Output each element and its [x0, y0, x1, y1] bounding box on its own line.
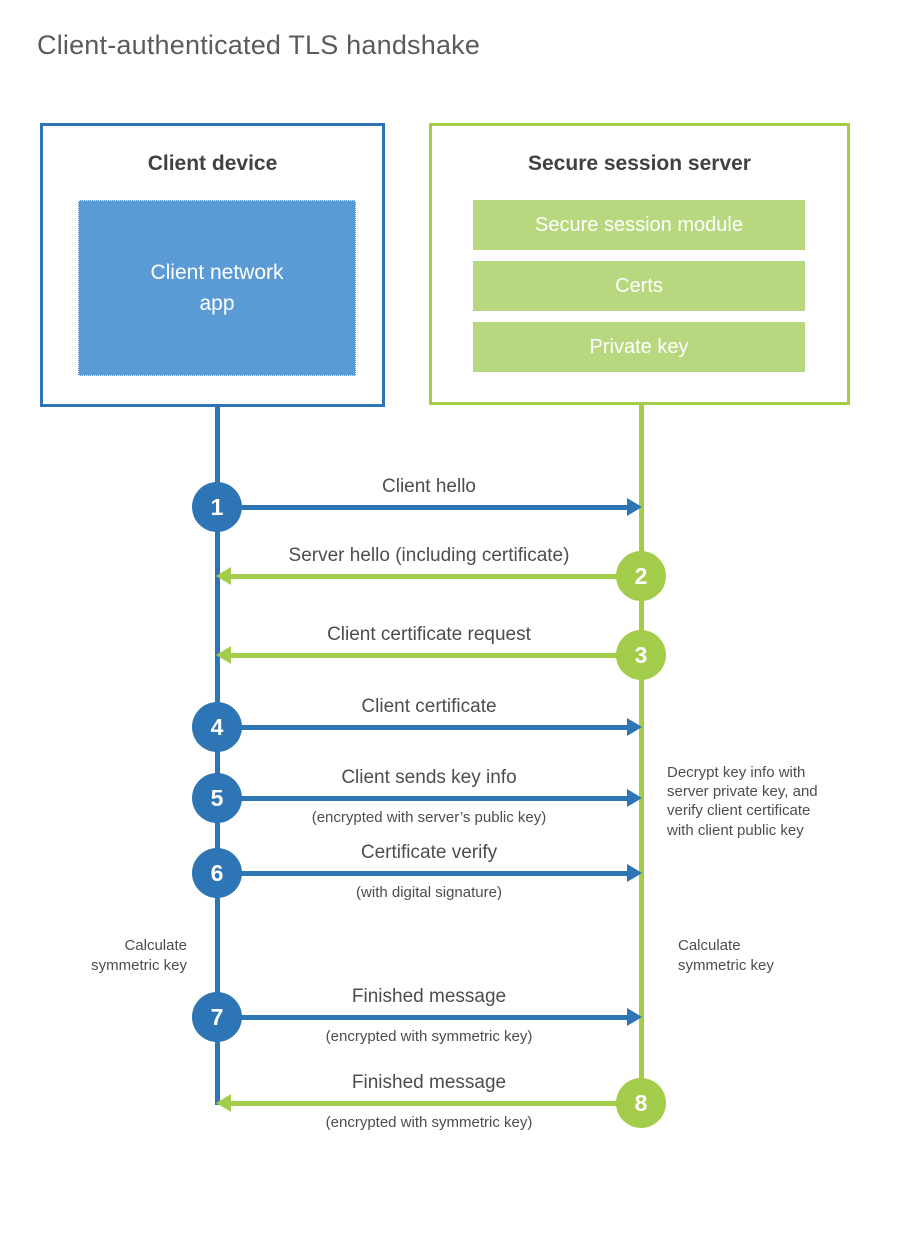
calculate-symmetric-key-note-server: Calculate symmetric key	[678, 937, 774, 975]
message-subtext: (with digital signature)	[356, 884, 502, 901]
secure-session-server-title: Secure session server	[528, 152, 751, 175]
message-label: Client hello	[382, 476, 476, 497]
server-module-certs: Certs	[473, 261, 805, 311]
message-subtext: (encrypted with server’s public key)	[311, 809, 547, 826]
step-badge: 2	[616, 551, 666, 601]
client-network-app-label: Client network app	[150, 260, 284, 316]
step-badge: 7	[192, 992, 242, 1042]
arrow-shaft	[217, 725, 628, 730]
arrow-shaft	[217, 796, 628, 801]
step-badge: 4	[192, 702, 242, 752]
message-label: Certificate verify	[360, 842, 498, 863]
arrow-head-icon	[216, 646, 231, 664]
client-device-box: Client device Client network app	[40, 123, 385, 407]
arrow-head-icon	[627, 864, 642, 882]
step-badge: 1	[192, 482, 242, 532]
client-device-title: Client device	[147, 152, 278, 175]
arrow-shaft	[230, 1101, 641, 1106]
arrow-head-icon	[216, 567, 231, 585]
server-lifeline	[639, 403, 644, 1105]
arrow-shaft	[217, 505, 628, 510]
arrow-head-icon	[627, 789, 642, 807]
step-badge: 3	[616, 630, 666, 680]
message-label: Server hello (including certificate)	[288, 545, 570, 566]
step-badge: 5	[192, 773, 242, 823]
step-badge: 8	[616, 1078, 666, 1128]
arrow-shaft	[217, 1015, 628, 1020]
page-title: Client-authenticated TLS handshake	[37, 30, 481, 60]
arrow-head-icon	[216, 1094, 231, 1112]
message-subtext: (encrypted with symmetric key)	[325, 1028, 533, 1045]
arrow-shaft	[230, 653, 641, 658]
message-label: Finished message	[351, 986, 507, 1007]
message-label: Client certificate	[361, 696, 497, 717]
client-lifeline	[215, 405, 220, 1105]
client-network-app-box: Client network app	[78, 200, 356, 376]
arrow-shaft	[230, 574, 641, 579]
step-badge: 6	[192, 848, 242, 898]
arrow-shaft	[217, 871, 628, 876]
message-subtext: (encrypted with symmetric key)	[325, 1114, 533, 1131]
message-label: Client sends key info	[341, 767, 517, 788]
server-module-secure-session: Secure session module	[473, 200, 805, 250]
server-module-private-key: Private key	[473, 322, 805, 372]
arrow-head-icon	[627, 1008, 642, 1026]
message-label: Finished message	[351, 1072, 507, 1093]
arrow-head-icon	[627, 718, 642, 736]
calculate-symmetric-key-note-client: Calculate symmetric key	[91, 937, 187, 975]
arrow-head-icon	[627, 498, 642, 516]
decrypt-note: Decrypt key info with server private key…	[667, 764, 818, 839]
secure-session-server-box: Secure session server Secure session mod…	[429, 123, 850, 405]
message-label: Client certificate request	[327, 624, 531, 645]
